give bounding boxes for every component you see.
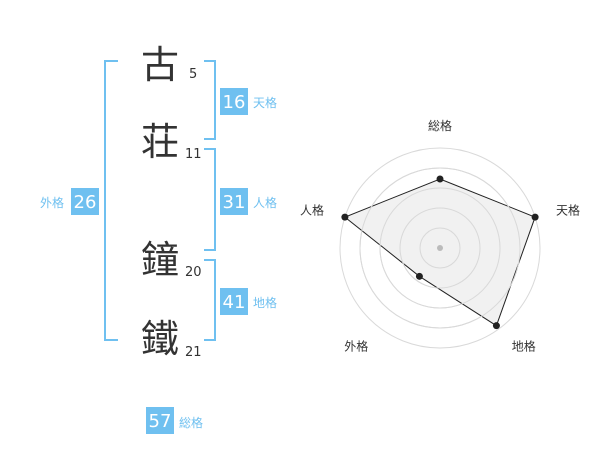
radar-point-1 [436,175,444,183]
soukaku-label: 総格 [179,415,203,430]
stroke-count-3: 20 [185,265,202,280]
gaikaku-label: 外格 [40,195,64,210]
bracket-lines [104,60,216,341]
chikaku-label: 地格 [253,295,277,310]
name-char-1: 古 [141,43,179,87]
name-char-2: 荘 [141,120,179,164]
jinkaku-value: 31 [223,192,246,213]
gaikaku-group: 外格 26 [40,188,99,215]
soukaku-group: 57 総格 [146,407,203,434]
stroke-count-1: 5 [189,67,197,82]
radar-inner-ring-4 [419,227,461,269]
radar-point-4 [415,272,423,280]
name-characters: 古 5 荘 11 鐘 20 鐵 21 [141,43,202,361]
radar-axis-label-1: 総格 [428,118,452,133]
chikaku-bracket [204,259,216,341]
jinkaku-label: 人格 [253,195,277,210]
chikaku-badge [220,288,248,315]
jinkaku-bracket [204,148,216,251]
radar-inner-ring-2 [379,187,501,309]
chikaku-value: 41 [223,292,246,313]
radar-center-dot [437,245,443,251]
soukaku-badge [146,407,174,434]
radar-shape [343,178,536,327]
tenkaku-label: 天格 [253,95,277,110]
jinkaku-badge [220,188,248,215]
stroke-count-2: 11 [185,147,202,162]
radar-grid-ring-1 [339,147,541,349]
jinkaku-group: 31 人格 [220,188,277,215]
gaikaku-value: 26 [74,192,97,213]
tenkaku-group: 16 天格 [220,88,277,115]
gaikaku-badge [71,188,99,215]
name-char-4: 鐵 [141,317,179,361]
radar-axis-label-3: 地格 [512,339,536,354]
tenkaku-value: 16 [223,92,246,113]
stroke-count-4: 21 [185,345,202,360]
radar-point-2 [531,213,539,221]
radar-point-3 [492,322,500,330]
name-char-3: 鐘 [141,238,179,282]
tenkaku-badge [220,88,248,115]
soukaku-value: 57 [149,411,172,432]
gaikaku-bracket [104,60,118,341]
radar-axis-label-4: 外格 [344,339,368,354]
radar-axis-label-5: 人格 [300,202,324,217]
tenkaku-bracket [204,60,216,140]
radar-axis-label-2: 天格 [556,202,580,217]
radar-point-5 [341,213,349,221]
radar-inner-ring-3 [399,207,481,289]
radar-inner-ring-1 [359,167,521,329]
chikaku-group: 41 地格 [220,288,277,315]
